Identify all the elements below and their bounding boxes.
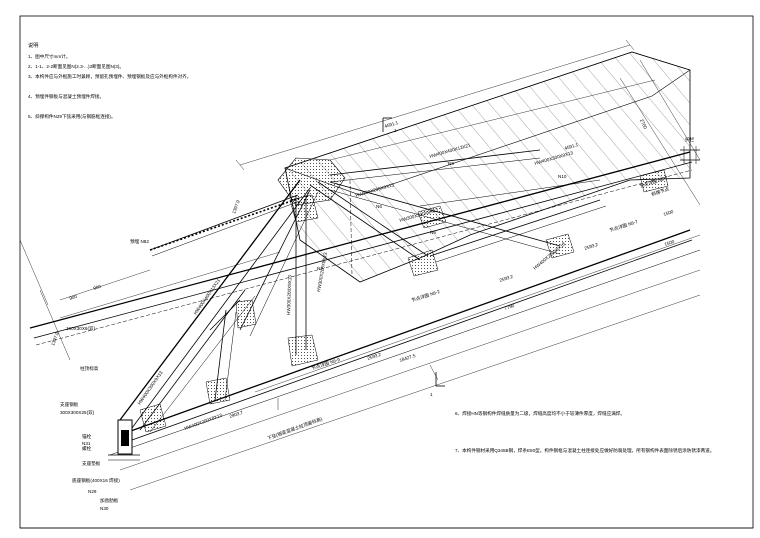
dim-left-3: 1397.9	[50, 331, 60, 346]
callout-embed-left: 预埋 N82	[130, 238, 149, 245]
dim-right-1: 2700	[639, 118, 648, 130]
section-mark-1-bottom: 1	[430, 392, 433, 397]
dim-mid-1: 2593.2	[584, 242, 599, 251]
notes-block: 说明 1、图中尺寸mm计。 2、1-1、2-2断面见图N(2.3-...)3断面…	[28, 41, 191, 120]
callout-pedestal: 支座垫板	[82, 460, 101, 467]
gusset-10	[139, 403, 167, 433]
gusset-5	[205, 377, 231, 405]
dim-bot-1: 2903.7	[229, 410, 244, 419]
embed-beam-N82	[149, 194, 301, 257]
notes-title: 说明	[28, 41, 38, 49]
callout-n29: N29	[88, 489, 97, 494]
callout-n31: N31	[82, 441, 91, 446]
callout-rib: 加劲肋板	[100, 497, 119, 504]
hatched-zone-inner-edge	[284, 51, 691, 196]
notes-block-lower: 6、焊接HN等钢构件焊缝质量为二级，焊缝高度均不小于较薄件厚度，焊缝应满焊。 7…	[455, 410, 714, 454]
gusset-2	[289, 194, 319, 223]
note-6: 6、焊接HN等钢构件焊缝质量为二级，焊缝高度均不小于较薄件厚度，焊缝应满焊。	[455, 410, 625, 417]
dim-bot-2: 2593.2	[367, 352, 382, 361]
railing-symbol	[680, 146, 700, 164]
member-no-N10: N10	[558, 174, 567, 179]
dimension-lines	[19, 39, 701, 491]
gusset-3	[287, 334, 319, 367]
callout-node-2: 节点详图 N6-2	[410, 288, 441, 304]
dim-left-1: 900	[69, 294, 78, 301]
gusset-4	[235, 299, 257, 329]
dim-bot-3: 7790	[504, 303, 516, 311]
note-4: 4、预埋件钢板与混凝土预埋件焊接。	[28, 93, 104, 100]
upper-web-lines	[329, 149, 601, 207]
note-5: 5、斜撑构件N29下弦采用(与钢筋框连接)。	[28, 113, 116, 120]
note-7: 7、本构件钢材采用Q345B钢，焊条E50型。构件钢框与混凝土柱连接处应做好防腐…	[455, 447, 714, 454]
note-2: 2、1-1、2-2断面见图N(2.3-...)3断面见图N(3)。	[28, 63, 124, 70]
member-no-N8: N8	[448, 161, 454, 166]
note-3: 3、本构件应与外框施工时兼顾，预留孔预埋件、预埋钢板及应与外框构件对齐。	[28, 73, 191, 80]
dim-bot-4: 18427.5	[399, 353, 417, 363]
member-label-diag: HW300X200X8X13	[316, 252, 328, 293]
dim-right-2: 1500	[663, 209, 675, 217]
callout-col-top: 柱顶标高	[80, 365, 99, 372]
section-markers: 1 1	[382, 117, 445, 397]
callout-railing: 护栏	[685, 136, 695, 143]
support-assembly	[108, 419, 140, 461]
callout-bottom-chord: 下弦(钢梁混凝土柱顶面标高)	[266, 415, 324, 442]
gusset-9	[639, 169, 669, 193]
dimension-texts: 4591.1 4591.1 2700 1500 1500 2593.2 2593…	[50, 118, 675, 419]
dim-left-4: 1397.9	[231, 199, 241, 214]
dim-top-1: 4591.1	[384, 120, 399, 129]
callout-plate-size: 300X300X25(双)	[60, 410, 95, 416]
dim-left-2: 900	[93, 284, 102, 291]
gusset-7	[417, 205, 447, 229]
callout-node-1: 节点详图 N6-7	[608, 218, 639, 234]
member-numbers: N8 N6 N9 N10 N7	[317, 161, 567, 271]
member-no-N6: N6	[376, 204, 382, 209]
callout-bolt: 螺栓	[82, 445, 92, 452]
support-plate-fill	[121, 430, 129, 446]
member-no-N7: N7	[317, 266, 323, 271]
callout-box-section: 160X30X6(双)	[66, 326, 96, 332]
top-chord	[29, 151, 693, 346]
note-1: 1、图中尺寸mm计。	[28, 53, 70, 60]
dim-right-3: 1500	[664, 239, 676, 247]
member-no-N9: N9	[430, 230, 436, 235]
member-label-lower-rafter: HW400X300X9X13	[137, 370, 164, 406]
section-mark-1-top: 1	[394, 128, 397, 133]
dim-top-2: 4591.1	[564, 142, 579, 151]
callout-bottom-embed: 底座钢板(400X16 焊接)	[72, 477, 120, 484]
member-label-bottom: HW400X200X8X13	[184, 412, 224, 430]
callout-anchor: 锚栓	[82, 433, 92, 440]
gusset-8	[545, 233, 575, 259]
dim-mid-2: 2593.2	[499, 274, 514, 283]
gusset-plates	[139, 157, 669, 433]
callout-n30: N30	[100, 506, 109, 511]
rafter-members	[119, 179, 311, 433]
callout-support-plate: 支座钢板	[60, 401, 79, 408]
member-label-vertical: HW300X200X9X13	[286, 275, 292, 315]
gusset-6	[407, 249, 439, 277]
